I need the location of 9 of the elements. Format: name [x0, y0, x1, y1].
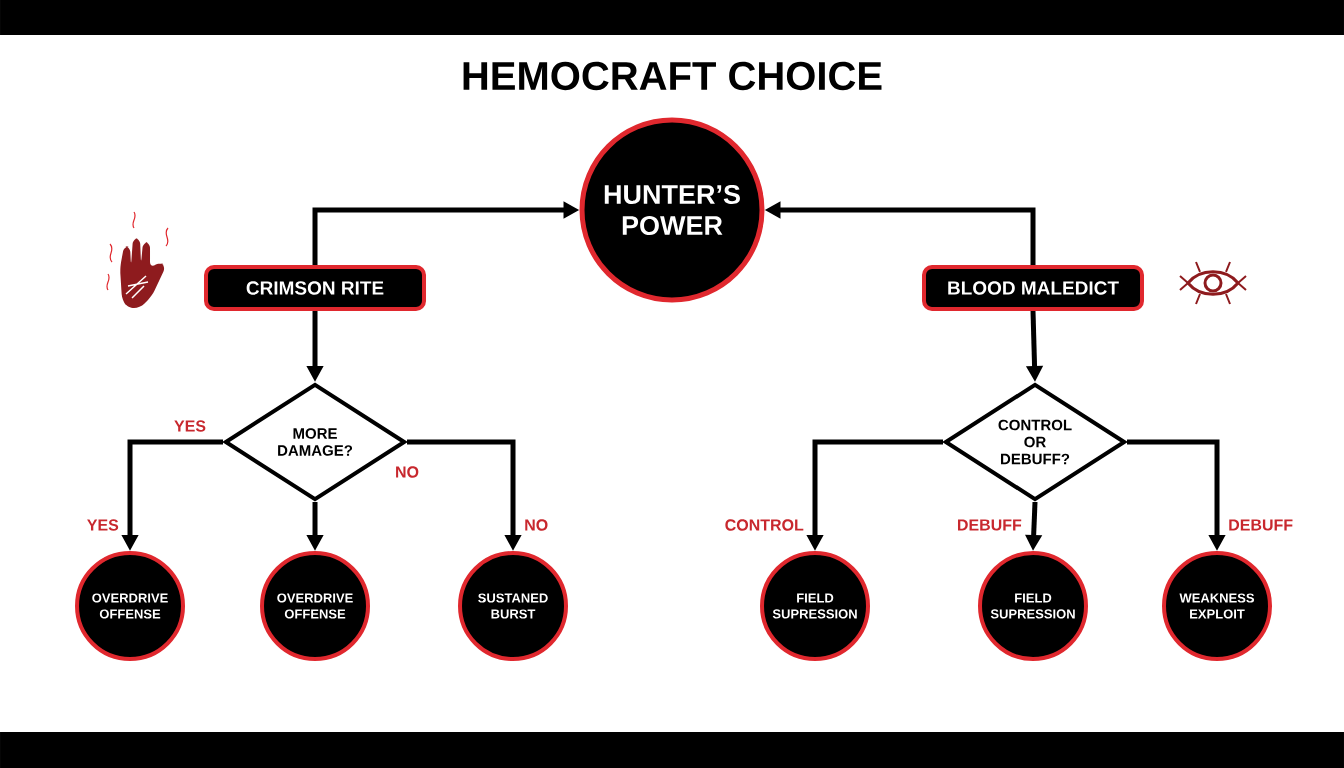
edge-label: DEBUFF	[955, 518, 1023, 532]
path-box: CRIMSON RITE	[204, 265, 426, 311]
path-box: BLOOD MALEDICT	[922, 265, 1144, 311]
edge-label: DEBUFF	[1227, 518, 1295, 532]
edge-label: YES	[85, 518, 120, 532]
branch-label: YES	[174, 420, 206, 432]
edge-label: NO	[523, 518, 550, 532]
edge-label: CONTROL	[723, 518, 805, 532]
title: HEMOCRAFT CHOICE	[463, 61, 882, 91]
